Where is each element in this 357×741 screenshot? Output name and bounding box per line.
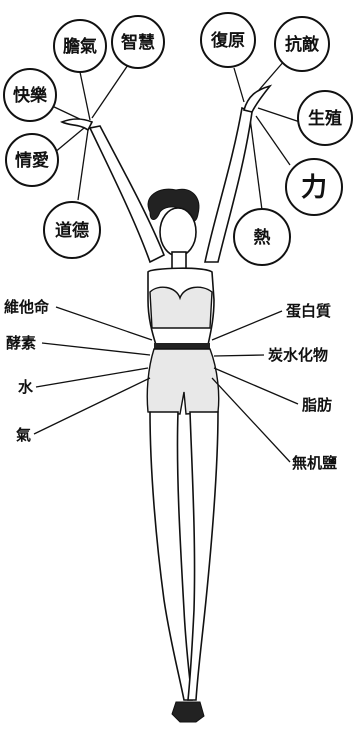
input-mineral: 無机鹽 — [211, 377, 337, 472]
bubble-kuaile: 快樂 — [3, 68, 57, 122]
input-air: 氣 — [16, 377, 151, 444]
belt — [154, 343, 210, 349]
input-water: 水 — [18, 367, 149, 396]
shorts — [146, 348, 220, 415]
input-label: 無机鹽 — [292, 454, 337, 472]
bubble-label: 道德 — [55, 220, 89, 241]
bikini-top — [149, 286, 213, 329]
right-hand — [243, 84, 273, 113]
input-label: 酵素 — [6, 334, 36, 352]
bubble-kangdi: 抗敵 — [274, 16, 330, 72]
input-carb: 炭水化物 — [213, 346, 328, 364]
bubble-li: 力 — [285, 158, 343, 216]
shoes — [171, 701, 205, 723]
bubble-qingai: 情愛 — [5, 133, 59, 187]
right-leg — [187, 411, 219, 701]
input-enzyme: 酵素 — [6, 334, 151, 356]
bubble-daode: 道德 — [43, 201, 101, 259]
input-vitamin: 維他命 — [4, 298, 153, 341]
connector-lines — [47, 59, 301, 211]
bubble-label: 快樂 — [13, 85, 48, 106]
input-fat: 脂肪 — [213, 367, 332, 414]
head — [159, 207, 197, 257]
bubble-label: 膽氣 — [63, 36, 97, 57]
bubble-zhihui: 智慧 — [111, 15, 165, 69]
bubble-re: 熱 — [233, 208, 291, 266]
input-label: 氣 — [16, 426, 31, 444]
input-label: 脂肪 — [302, 396, 332, 414]
input-label: 炭水化物 — [268, 346, 328, 364]
bubble-danqi: 膽氣 — [53, 19, 107, 73]
input-label: 水 — [18, 378, 34, 396]
bubble-label: 抗敵 — [285, 34, 320, 55]
left-leg — [149, 411, 193, 701]
woman-figure — [60, 84, 273, 723]
bubble-shengzhi: 生殖 — [297, 90, 353, 146]
bubble-label: 生殖 — [308, 108, 342, 129]
input-label: 蛋白質 — [286, 302, 331, 320]
bubble-label: 智慧 — [121, 32, 155, 53]
bubble-label: 復原 — [210, 30, 245, 51]
bubble-label: 熱 — [254, 227, 271, 248]
bubble-label: 情愛 — [15, 150, 49, 171]
left-hand — [60, 118, 94, 132]
input-protein: 蛋白質 — [211, 302, 331, 341]
bubble-fuyuan: 復原 — [200, 12, 256, 68]
left-arm — [88, 125, 166, 264]
bubble-label: 力 — [301, 173, 327, 203]
input-label: 維他命 — [4, 298, 50, 316]
